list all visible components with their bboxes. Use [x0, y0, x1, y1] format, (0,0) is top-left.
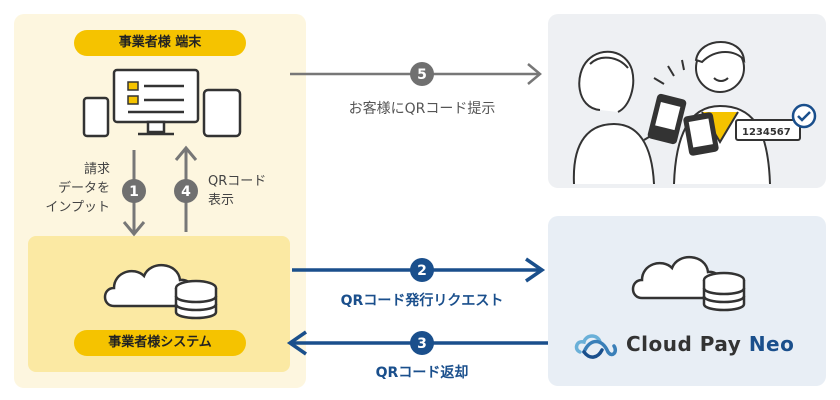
step-1-badge — [122, 179, 146, 203]
brand-name-accent: Neo — [748, 332, 795, 356]
devices-icon — [82, 68, 242, 138]
step-1-label-line: インプット — [45, 200, 110, 215]
customer-presents-qr-illustration: 1234567 — [572, 41, 817, 184]
brand-name-main: Cloud Pay — [626, 332, 742, 356]
step-3-label: QRコード返却 — [375, 365, 469, 381]
cloud-pay-neo-logo-icon — [574, 334, 618, 359]
step-4-label-line: 表示 — [208, 193, 235, 208]
arrow-step-2-head — [525, 257, 546, 283]
cloudpay-cloud-db-icon — [631, 256, 746, 312]
step-3-number: 3 — [417, 336, 427, 352]
step-5-label: お客様にQRコード提示 — [348, 101, 496, 117]
step-3-badge — [410, 331, 434, 355]
step-4-label-line: QRコード — [208, 174, 267, 189]
step-2-badge — [410, 258, 434, 282]
step-4-number: 4 — [181, 184, 191, 200]
arrow-step-5-head — [527, 63, 542, 85]
step-2-number: 2 — [417, 263, 427, 279]
step-1-number: 1 — [129, 184, 139, 200]
step-1-label: 請求 データを インプット — [34, 160, 110, 217]
business-system-pill: 事業者様システム — [74, 330, 246, 356]
step-1-label-line: データを — [57, 181, 110, 196]
arrow-step-1-head — [122, 221, 146, 237]
step-5-number: 5 — [417, 67, 427, 83]
payment-code-text: 1234567 — [742, 127, 791, 138]
brand-name: Cloud Pay Neo — [626, 332, 794, 356]
step-4-label: QRコード 表示 — [208, 172, 298, 210]
arrow-step-3-head — [286, 330, 307, 356]
step-2-label: QRコード発行リクエスト — [340, 293, 504, 309]
business-terminal-pill: 事業者様 端末 — [74, 30, 246, 56]
step-1-label-line: 請求 — [83, 162, 110, 177]
arrow-step-4-head — [174, 145, 198, 161]
system-cloud-db-icon — [103, 264, 218, 320]
step-5-badge — [410, 62, 434, 86]
step-4-badge — [174, 179, 198, 203]
